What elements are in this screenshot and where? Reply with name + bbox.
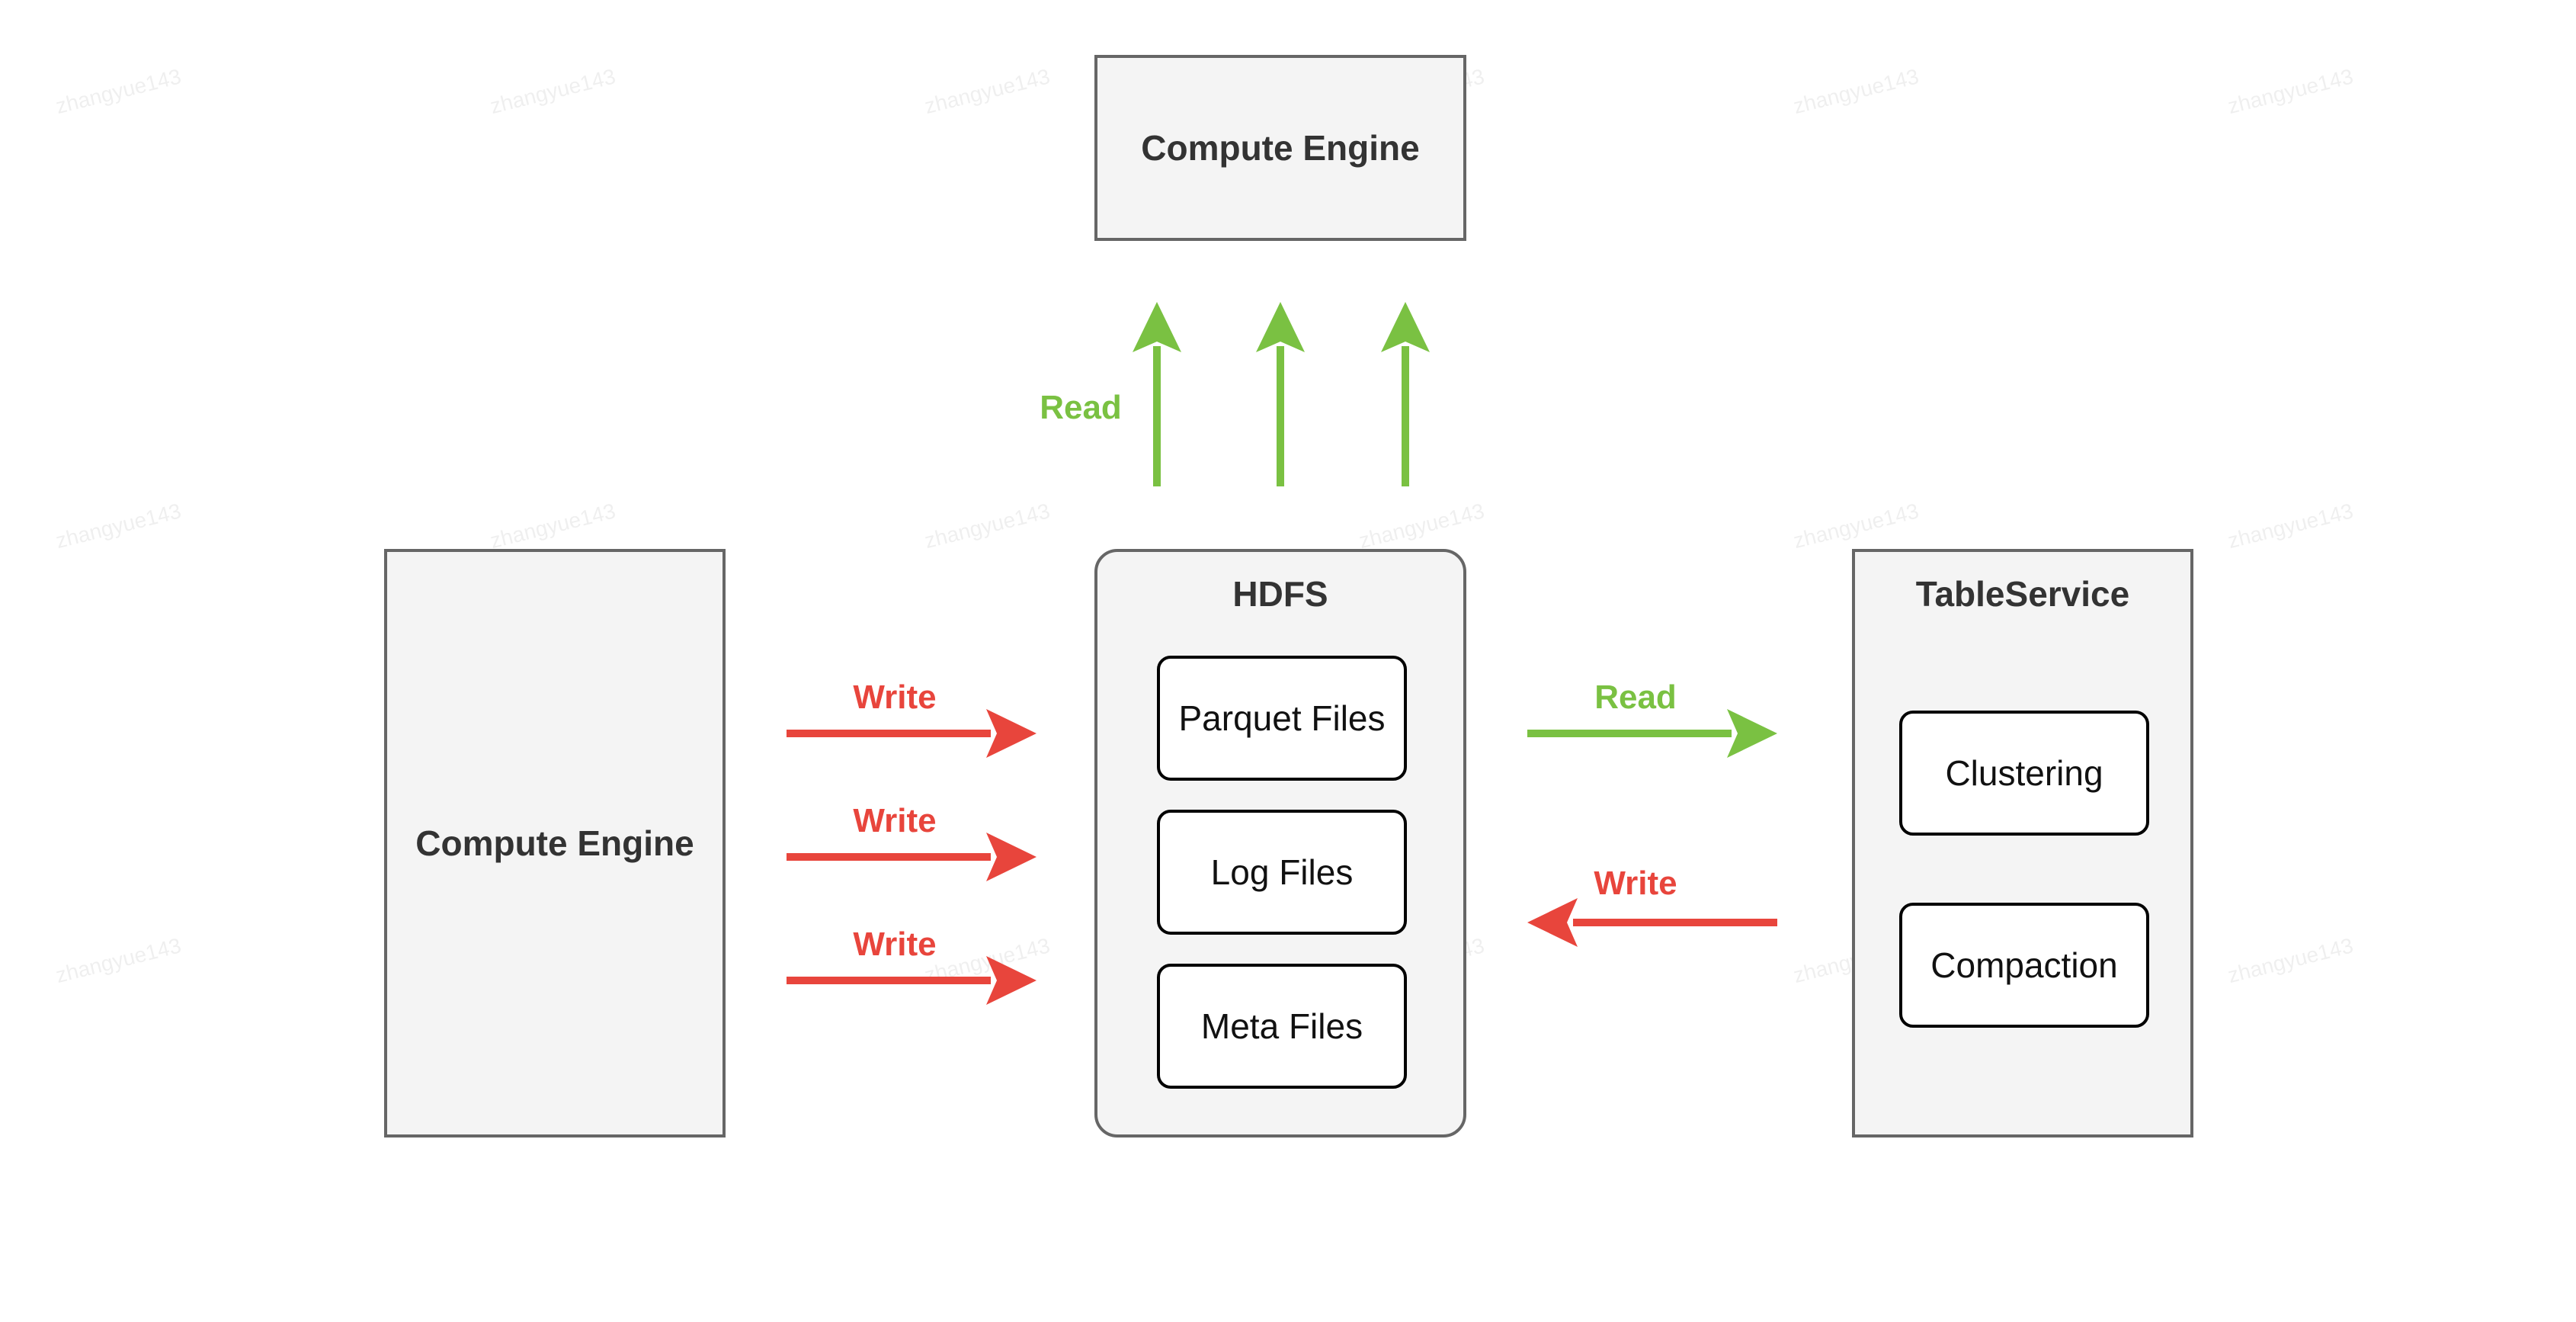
read-arrow-up-3 <box>1381 302 1430 486</box>
write-arrow-1 <box>787 709 1036 758</box>
clustering-node[interactable]: Clustering <box>1899 711 2149 836</box>
compaction-node[interactable]: Compaction <box>1899 903 2149 1028</box>
write-arrow-back <box>1527 898 1777 947</box>
write-label-1: Write <box>853 679 937 716</box>
compute-engine-top-label: Compute Engine <box>1141 128 1420 168</box>
write-label-3: Write <box>853 926 937 963</box>
write-label-2: Write <box>853 802 937 839</box>
table-service-title: TableService <box>1915 574 2130 614</box>
compute-engine-left-label: Compute Engine <box>415 823 694 863</box>
hdfs-node[interactable]: HDFS Parquet Files Log Files Meta Files <box>1094 549 1466 1137</box>
log-files-node[interactable]: Log Files <box>1157 810 1407 935</box>
hdfs-title: HDFS <box>1232 574 1328 614</box>
read-right-label: Read <box>1594 679 1677 716</box>
compute-engine-left-node[interactable]: Compute Engine <box>384 549 726 1137</box>
compute-engine-top-node[interactable]: Compute Engine <box>1094 55 1466 241</box>
read-arrow-up-2 <box>1256 302 1305 486</box>
read-up-label: Read <box>1040 389 1122 426</box>
table-service-node[interactable]: TableService Clustering Compaction <box>1852 549 2193 1137</box>
meta-files-node[interactable]: Meta Files <box>1157 964 1407 1089</box>
parquet-files-node[interactable]: Parquet Files <box>1157 656 1407 781</box>
read-arrow-right <box>1527 709 1777 758</box>
write-back-label: Write <box>1594 865 1677 902</box>
read-arrow-up-1 <box>1133 302 1181 486</box>
write-arrow-2 <box>787 833 1036 881</box>
write-arrow-3 <box>787 956 1036 1005</box>
